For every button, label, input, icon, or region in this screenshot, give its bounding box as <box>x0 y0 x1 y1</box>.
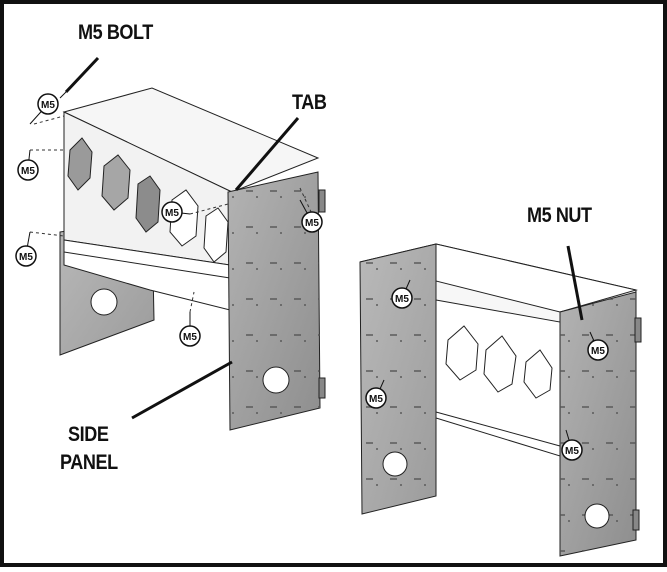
m5-badges: M5 M5 M5 M5 M5 M5 M5 M5 M5 M5 <box>15 93 609 461</box>
right-knockout-3 <box>523 349 553 399</box>
svg-text:M5: M5 <box>19 252 33 263</box>
m5-badge: M5 <box>587 331 609 361</box>
left-lower-rail <box>63 239 231 311</box>
svg-text:M5: M5 <box>21 166 35 177</box>
svg-text:M5: M5 <box>591 346 605 357</box>
m5-badge: M5 <box>561 429 583 461</box>
m5-badge: M5 <box>179 312 201 347</box>
left-back-panel-hole <box>90 288 118 316</box>
svg-text:M5: M5 <box>369 394 383 405</box>
right-assembly <box>359 243 642 557</box>
left-knockout-5 <box>203 207 229 263</box>
right-left-panel-hole <box>382 451 408 477</box>
left-knockout-1 <box>67 137 93 191</box>
svg-text:M5: M5 <box>165 208 179 219</box>
m5-badge: M5 <box>161 201 191 223</box>
callout-side-panel-line2: PANEL <box>60 451 118 474</box>
m5-badge: M5 <box>365 379 387 409</box>
callout-m5-nut: M5 NUT <box>527 204 592 227</box>
left-knockout-2 <box>101 154 131 211</box>
svg-text:M5: M5 <box>305 218 319 229</box>
leader-m5-bolt <box>64 56 100 94</box>
right-knockout-1 <box>445 325 479 381</box>
m5-badge: M5 <box>391 279 413 309</box>
m5-badge: M5 <box>17 149 39 181</box>
svg-text:M5: M5 <box>183 332 197 343</box>
svg-text:M5: M5 <box>41 100 55 111</box>
m5-badge: M5 <box>15 231 37 267</box>
leader-tab <box>234 117 300 191</box>
leader-side-panel <box>131 360 233 420</box>
right-knockout-2 <box>483 335 517 393</box>
leader-lines <box>64 56 584 420</box>
right-right-panel-hole <box>584 503 610 529</box>
svg-text:M5: M5 <box>395 294 409 305</box>
leader-m5-nut <box>566 245 584 321</box>
svg-text:M5: M5 <box>565 446 579 457</box>
callout-side-panel-line1: SIDE <box>68 423 109 446</box>
callout-tab: TAB <box>292 91 327 114</box>
left-knockout-3 <box>135 175 161 233</box>
left-side-panel-hole <box>262 366 290 394</box>
callout-m5-bolt: M5 BOLT <box>78 21 153 44</box>
left-assembly <box>29 87 326 431</box>
m5-badge: M5 <box>299 199 323 233</box>
m5-badge: M5 <box>29 93 59 125</box>
